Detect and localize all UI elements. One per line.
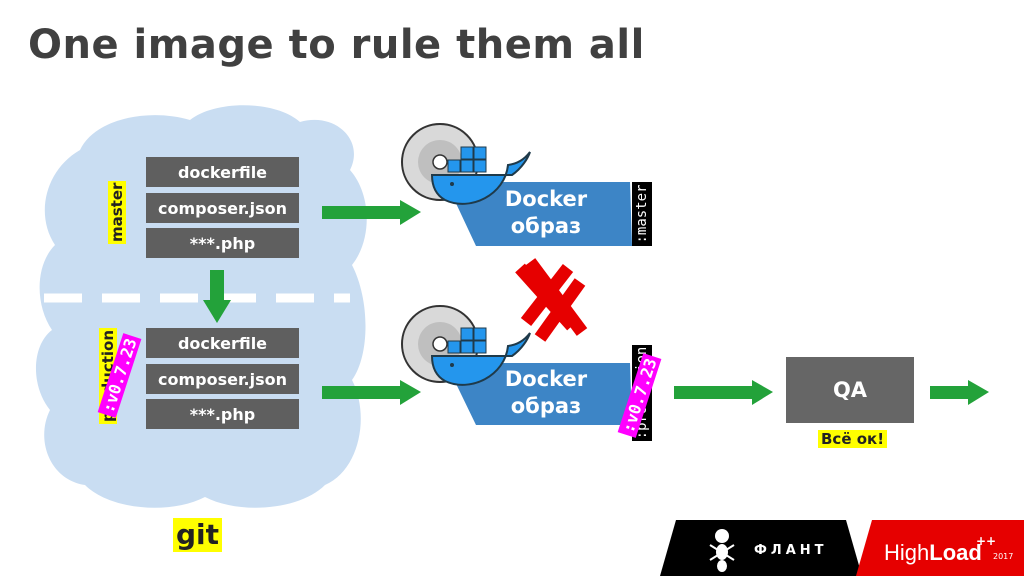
highload-logo-year: 2017 <box>993 552 1014 561</box>
deploy-arrow <box>930 380 989 405</box>
file-dockerfile: dockerfile <box>146 157 299 187</box>
docker-image-bottom-label: Docker образ <box>496 366 596 420</box>
qa-arrow <box>674 380 773 405</box>
docker-tag-master: :master <box>632 182 652 246</box>
file-composer-json: composer.json <box>146 364 299 394</box>
docker-image-top-banner <box>446 182 632 246</box>
docker-whale-icon <box>430 146 531 205</box>
page-title: One image to rule them all <box>28 22 645 68</box>
no-rebuild-cross-icon <box>515 258 588 342</box>
qa-box: QA <box>786 357 914 423</box>
qa-status: Всё ок! <box>818 430 888 448</box>
flant-logo-text: ФЛАНТ <box>754 543 828 558</box>
docker-label-line1: Docker <box>504 187 588 211</box>
docker-label-line1: Docker <box>504 367 588 391</box>
highload-logo: HighLoad <box>884 540 982 566</box>
docker-label-line2: образ <box>510 214 582 238</box>
file-dockerfile: dockerfile <box>146 328 299 358</box>
branch-master-text: master <box>108 180 126 244</box>
flant-logo-bg <box>660 520 862 576</box>
flant-ant-icon <box>709 529 735 572</box>
highload-logo-part2: Load <box>929 540 982 565</box>
docker-label-line2: образ <box>510 394 582 418</box>
build-arrow-top <box>322 200 421 225</box>
highload-logo-bg <box>856 520 1024 576</box>
git-label: git <box>173 518 223 552</box>
docker-image-bottom-banner <box>446 363 632 425</box>
file-composer-json: composer.json <box>146 193 299 223</box>
highload-logo-part1: High <box>884 540 930 565</box>
file-php: ***.php <box>146 228 299 258</box>
build-arrow-bottom <box>322 380 421 405</box>
merge-arrow <box>203 270 231 323</box>
file-php: ***.php <box>146 399 299 429</box>
docker-tag-master-text: :master <box>634 184 650 244</box>
branch-master-label: master <box>107 164 127 244</box>
docker-image-top-label: Docker образ <box>496 186 596 240</box>
highload-logo-plusplus: ++ <box>976 534 997 548</box>
docker-whale-icon <box>430 327 531 386</box>
